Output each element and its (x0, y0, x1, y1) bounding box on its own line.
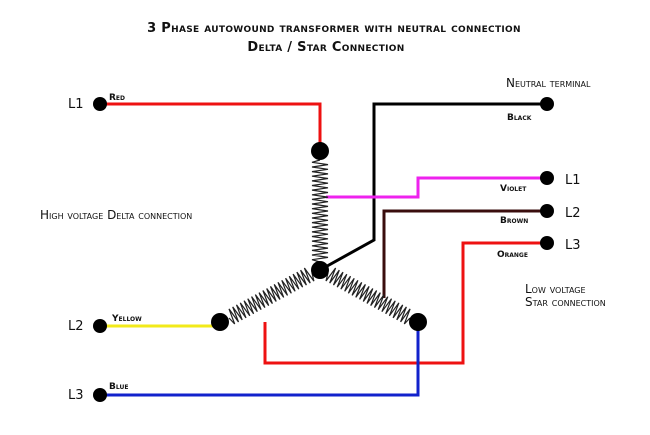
winding-node-left (211, 313, 229, 331)
wire-label-black: Black (507, 113, 532, 123)
terminal-label-left-l2: L2 (68, 319, 84, 334)
terminal-label-right-l3: L3 (565, 238, 581, 253)
brown-wire (382, 209, 547, 298)
terminal-node-right-l3 (540, 236, 554, 250)
wire-label-violet: Violet (500, 184, 527, 194)
coil-left (228, 267, 315, 325)
diagram-subtitle: Delta / Star Connection (247, 40, 404, 55)
terminal-node-right-l1 (540, 171, 554, 185)
blue-wire (100, 322, 420, 397)
coil-right (325, 267, 411, 325)
low-voltage-label-line2: Star connection (525, 295, 606, 309)
terminal-label-right-l1: L1 (565, 173, 581, 188)
wire-label-yellow: Yellow (111, 314, 142, 324)
wire-label-brown: Brown (500, 216, 528, 226)
winding-node-center (311, 261, 329, 279)
terminal-label-left-l3: L3 (68, 388, 84, 403)
terminal-node-left-l2 (93, 319, 107, 333)
low-voltage-label-line1: Low voltage (525, 282, 586, 296)
wire-label-orange: Orange (497, 250, 528, 260)
diagram-title: 3 Phase autowound transformer with neutr… (147, 21, 521, 36)
winding-node-top (311, 142, 329, 160)
wire-label-red: Red (109, 93, 125, 103)
wire-label-blue: Blue (109, 382, 128, 392)
red-wire (100, 102, 322, 151)
terminal-label-left-l1: L1 (68, 97, 84, 112)
neutral-terminal-label: Neutral terminal (506, 76, 591, 90)
violet-wire (326, 176, 547, 199)
high-voltage-label: High voltage Delta connection (40, 208, 192, 222)
terminal-node-neutral (540, 97, 554, 111)
terminal-node-right-l2 (540, 204, 554, 218)
winding-node-right (409, 313, 427, 331)
terminal-node-left-l1 (93, 97, 107, 111)
terminal-label-right-l2: L2 (565, 206, 581, 221)
orange-wire (263, 241, 547, 365)
terminal-node-left-l3 (93, 388, 107, 402)
coil-top (311, 159, 329, 263)
black-wire (319, 102, 547, 272)
